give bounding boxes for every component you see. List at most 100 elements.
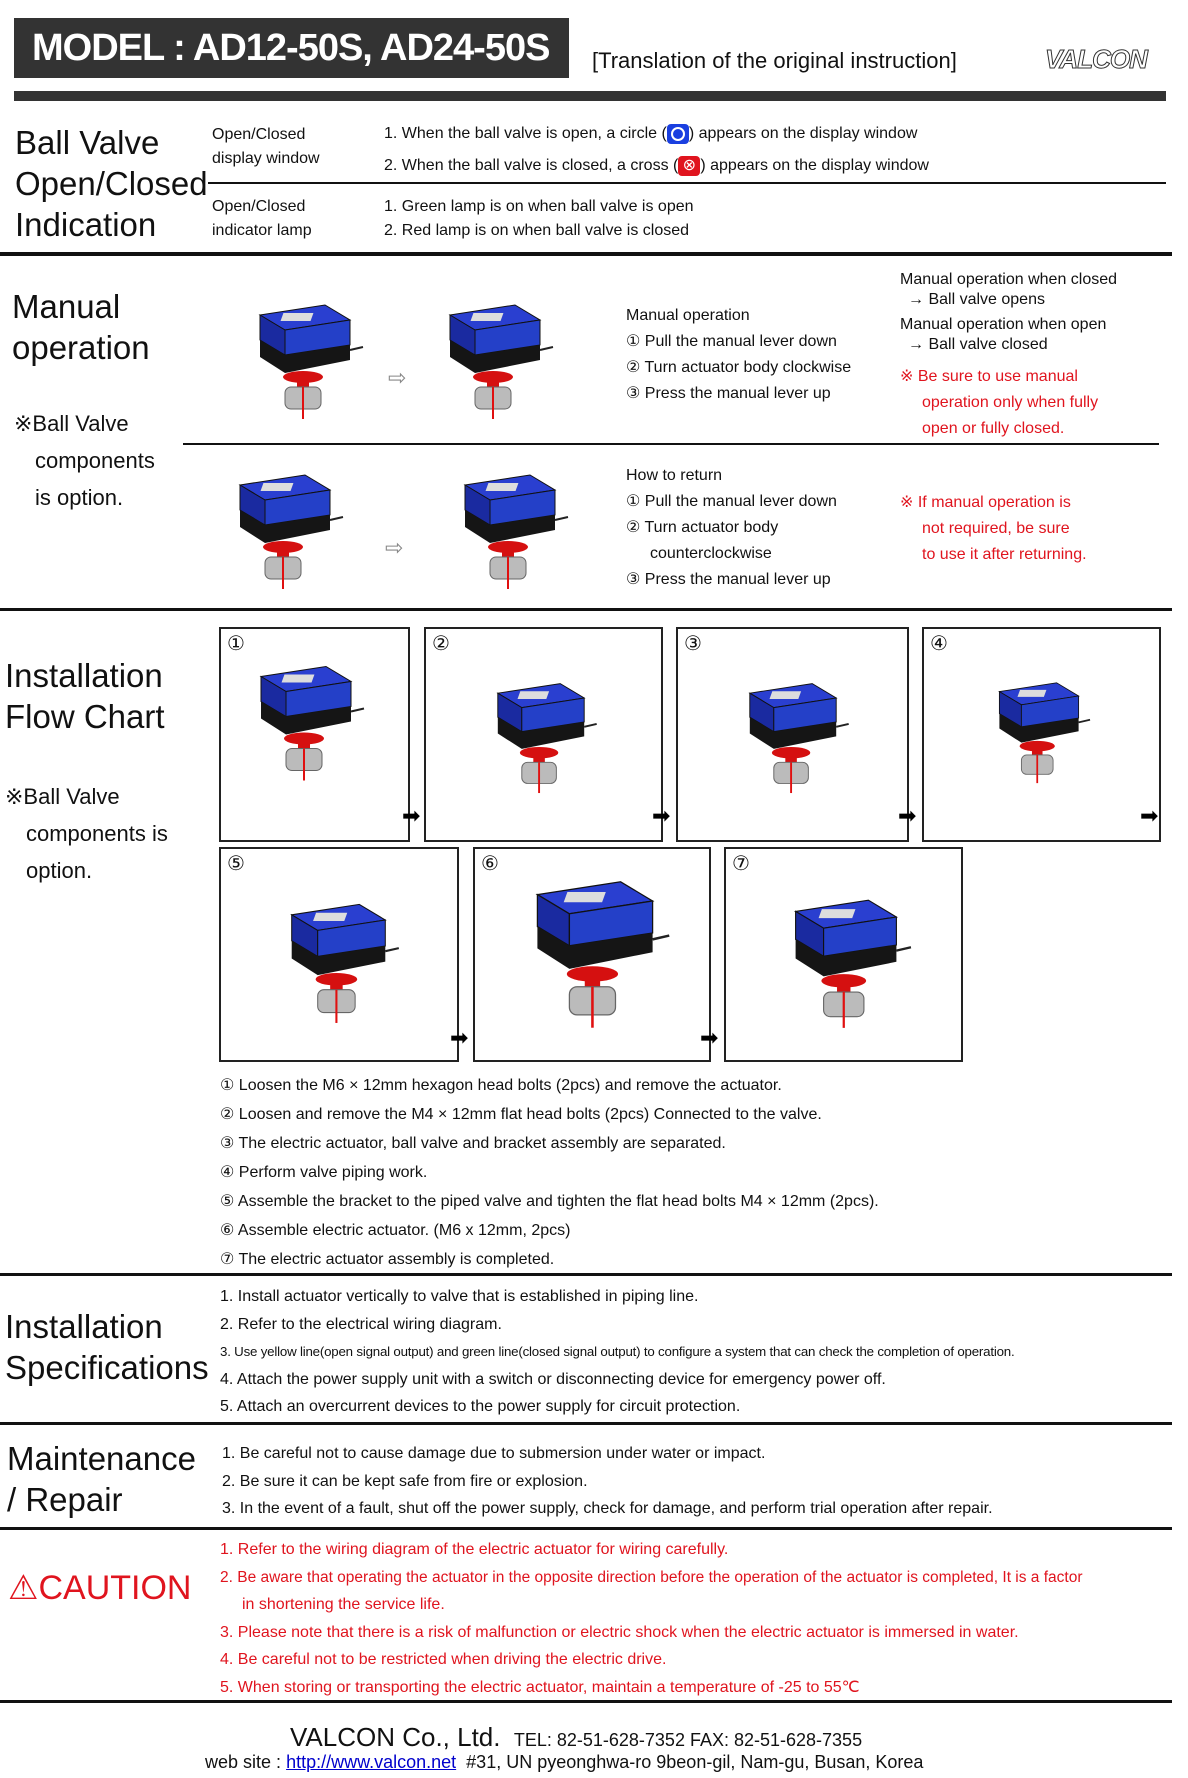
caution-item: 5. When storing or transporting the elec… bbox=[220, 1678, 860, 1696]
maintenance-list: 1. Be careful not to cause damage due to… bbox=[222, 1440, 993, 1523]
spec-item: 3. Use yellow line(open signal output) a… bbox=[220, 1344, 1015, 1359]
title-line: Maintenance bbox=[7, 1440, 196, 1477]
flow-note: ※Ball Valve components is option. bbox=[5, 778, 168, 889]
manual-result: Manual operation when closed → Ball valv… bbox=[900, 270, 1117, 355]
closed-cross-icon: ⊗ bbox=[678, 156, 701, 176]
title-line: Open/Closed bbox=[15, 165, 208, 202]
title-line: Installation bbox=[5, 657, 163, 694]
warn-line: ※ If manual operation is bbox=[900, 494, 1071, 511]
manual-operation-steps: Manual operation ① Pull the manual lever… bbox=[626, 303, 851, 407]
note-line: ※Ball Valve bbox=[5, 784, 120, 809]
website-link[interactable]: http://www.valcon.net bbox=[286, 1752, 457, 1772]
company-name: VALCON Co., Ltd. bbox=[290, 1722, 501, 1752]
panel-number: ① bbox=[227, 633, 245, 655]
flow-panel-2: ② bbox=[424, 627, 663, 842]
indication-title: Ball Valve Open/Closed Indication bbox=[15, 122, 208, 245]
section-divider bbox=[0, 608, 1172, 611]
next-arrow-icon: ⇨ bbox=[385, 535, 404, 560]
note-line: components is bbox=[26, 821, 168, 846]
label-line: display window bbox=[212, 150, 320, 167]
open-circle-icon bbox=[666, 124, 689, 144]
flow-step: ⑥ Assemble electric actuator. (M6 x 12mm… bbox=[220, 1222, 571, 1239]
text: 2. When the ball valve is closed, a cros… bbox=[384, 157, 679, 175]
panel-number: ⑥ bbox=[481, 853, 499, 875]
title-line: / Repair bbox=[7, 1481, 123, 1518]
flow-arrow-icon: ➡ bbox=[700, 1025, 719, 1050]
section-divider bbox=[0, 1422, 1172, 1425]
steps-title: How to return bbox=[626, 467, 723, 484]
maintenance-item: 1. Be careful not to cause damage due to… bbox=[222, 1445, 766, 1462]
step: ③ Press the manual lever up bbox=[626, 385, 831, 402]
title-line: Specifications bbox=[5, 1349, 209, 1386]
lamp-item: 1. Green lamp is on when ball valve is o… bbox=[384, 198, 694, 215]
panel-number: ⑤ bbox=[227, 853, 245, 875]
contact-info: TEL: 82-51-628-7352 FAX: 82-51-628-7355 bbox=[513, 1730, 863, 1750]
step: ① Pull the manual lever down bbox=[626, 493, 837, 510]
caution-item: 1. Refer to the wiring diagram of the el… bbox=[220, 1541, 729, 1558]
footer-company: VALCON Co., Ltd. TEL: 82-51-628-7352 FAX… bbox=[290, 1722, 862, 1753]
flow-steps: ① Loosen the M6 × 12mm hexagon head bolt… bbox=[220, 1071, 879, 1274]
panel-number: ② bbox=[432, 633, 450, 655]
flow-panel-3: ③ bbox=[676, 627, 909, 842]
actuator-illustration bbox=[756, 889, 936, 1029]
note-line: ※Ball Valve bbox=[14, 411, 129, 436]
actuator-illustration bbox=[210, 465, 360, 590]
panel-number: ⑦ bbox=[732, 853, 750, 875]
text: 1. When the ball valve is open, a circle… bbox=[384, 125, 667, 143]
maintenance-title: Maintenance / Repair bbox=[7, 1438, 196, 1520]
spec-item: 1. Install actuator vertically to valve … bbox=[220, 1288, 699, 1305]
display-item-open: 1. When the ball valve is open, a circle… bbox=[384, 124, 917, 144]
title-line: Manual bbox=[12, 288, 121, 325]
actuator-illustration bbox=[231, 894, 446, 1024]
flow-step: ① Loosen the M6 × 12mm hexagon head bolt… bbox=[220, 1077, 782, 1094]
text: ) appears on the display window bbox=[688, 125, 918, 143]
label-line: Open/Closed bbox=[212, 198, 306, 215]
warn-line: to use it after returning. bbox=[922, 546, 1087, 563]
panel-number: ④ bbox=[930, 633, 948, 655]
actuator-illustration bbox=[688, 674, 898, 794]
step: ② Turn actuator body clockwise bbox=[626, 359, 852, 376]
address: #31, UN pyeonghwa-ro 9beon-gil, Nam-gu, … bbox=[466, 1752, 924, 1772]
step: ② Turn actuator body bbox=[626, 519, 779, 536]
note-line: option. bbox=[26, 858, 93, 883]
flow-panel-4: ④ bbox=[922, 627, 1161, 842]
actuator-illustration bbox=[420, 295, 570, 420]
manual-note: ※Ball Valve components is option. bbox=[14, 405, 155, 516]
flow-arrow-icon: ➡ bbox=[652, 803, 671, 828]
display-window-label: Open/Closed display window bbox=[212, 123, 320, 171]
result-line: Manual operation when closed bbox=[900, 271, 1118, 288]
title-line: operation bbox=[12, 329, 150, 366]
section-divider bbox=[0, 1700, 1172, 1703]
spec-item: 5. Attach an overcurrent devices to the … bbox=[220, 1398, 741, 1415]
section-divider bbox=[0, 252, 1172, 256]
flow-step: ② Loosen and remove the M4 × 12mm flat h… bbox=[220, 1106, 822, 1123]
flow-arrow-icon: ➡ bbox=[450, 1025, 469, 1050]
return-steps: How to return ① Pull the manual lever do… bbox=[626, 463, 837, 593]
warning-triangle-icon: ⚠ bbox=[8, 1569, 39, 1607]
flow-panel-7: ⑦ bbox=[724, 847, 963, 1062]
manual-title: Manual operation bbox=[12, 286, 150, 368]
flow-step: ④ Perform valve piping work. bbox=[220, 1164, 428, 1181]
actuator-illustration bbox=[245, 295, 365, 420]
flow-panel-5: ⑤ bbox=[219, 847, 459, 1062]
result-line: → Ball valve closed bbox=[908, 336, 1048, 353]
flow-step: ⑤ Assemble the bracket to the piped valv… bbox=[220, 1193, 879, 1210]
display-item-closed: 2. When the ball valve is closed, a cros… bbox=[384, 156, 929, 176]
actuator-illustration bbox=[436, 674, 646, 794]
actuator-illustration bbox=[505, 869, 685, 1029]
caution-label: CAUTION bbox=[38, 1569, 192, 1607]
specs-title: Installation Specifications bbox=[5, 1306, 209, 1388]
title-line: Flow Chart bbox=[5, 698, 165, 735]
model-title: MODEL : AD12-50S, AD24-50S bbox=[14, 18, 569, 78]
caution-title: ⚠CAUTION bbox=[8, 1568, 191, 1608]
lamp-items: 1. Green lamp is on when ball valve is o… bbox=[384, 195, 694, 243]
step: ③ Press the manual lever up bbox=[626, 571, 831, 588]
caution-item: 3. Please note that there is a risk of m… bbox=[220, 1623, 1019, 1641]
title-line: Installation bbox=[5, 1308, 163, 1345]
translation-note: [Translation of the original instruction… bbox=[592, 48, 957, 73]
maintenance-item: 3. In the event of a fault, shut off the… bbox=[222, 1500, 993, 1517]
caution-item: 2. Be aware that operating the actuator … bbox=[220, 1568, 1083, 1586]
spec-item: 4. Attach the power supply unit with a s… bbox=[220, 1370, 886, 1388]
footer-address: web site : http://www.valcon.net #31, UN… bbox=[205, 1752, 923, 1773]
label-line: Open/Closed bbox=[212, 126, 306, 143]
